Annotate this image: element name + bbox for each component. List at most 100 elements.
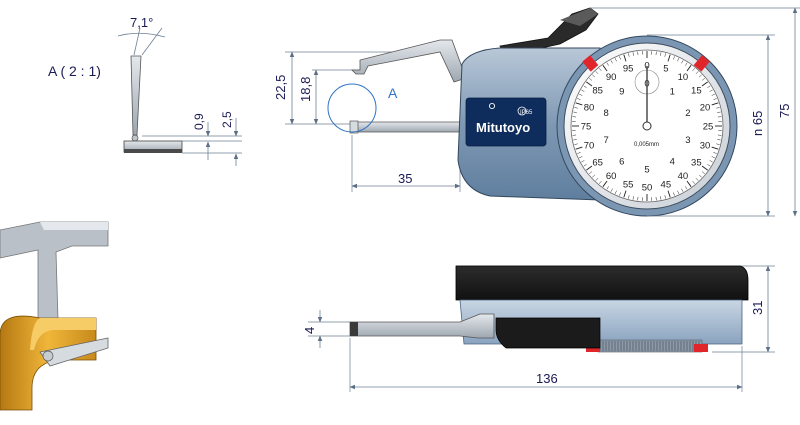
dial-tick (713, 98, 717, 100)
dim-136: 136 (536, 371, 558, 386)
dial-cap (455, 265, 749, 301)
brand-name: Mitutoyo (476, 120, 530, 135)
inner-scale-label: 9 (619, 87, 624, 98)
dial-tick (606, 186, 609, 190)
callout-label: A (388, 85, 398, 101)
outer-scale-label: 35 (691, 157, 702, 168)
dial-tick (602, 65, 608, 72)
dial-tick (583, 164, 587, 167)
dial-tick (660, 196, 662, 200)
dial-tick (681, 60, 684, 64)
dial-tick (623, 54, 627, 62)
outer-scale-label: 25 (703, 122, 714, 133)
outer-scale-label: 85 (592, 86, 603, 97)
dial-tick (673, 56, 675, 60)
dial-tick (581, 89, 585, 92)
dial-tick (716, 107, 720, 109)
dial-tick (711, 156, 715, 159)
dial-tick (709, 89, 713, 92)
probe-ball (42, 350, 54, 362)
dial-tick (589, 78, 593, 81)
dial-tick (614, 58, 617, 62)
measuring-illustration (0, 221, 109, 411)
dial-tick (713, 152, 717, 154)
dial-tick (577, 152, 581, 154)
dial-tick (709, 160, 713, 163)
dim-4: 4 (302, 327, 317, 334)
dial-tick (667, 190, 671, 198)
dial-tick (717, 139, 721, 141)
lower-jaw-shadow (124, 149, 182, 153)
dial-tick (628, 53, 630, 57)
ip-badge-icon (517, 106, 527, 116)
outer-scale-label: 40 (678, 171, 689, 182)
outer-scale-label: 60 (606, 171, 617, 182)
dial-tick (592, 174, 596, 178)
dial-tick (701, 78, 705, 81)
dial-tick (602, 180, 608, 187)
dial-tick (610, 60, 613, 64)
lower-tip (349, 120, 359, 134)
tolerance-marker-right[interactable] (693, 55, 710, 72)
angle-ext-line (133, 27, 141, 56)
dial-tick (695, 177, 699, 181)
callout-circle (327, 83, 377, 133)
lower-probe-3d (39, 337, 109, 367)
dial-tick (595, 71, 599, 75)
dial-tick (692, 180, 695, 184)
outer-scale-label: 55 (623, 180, 634, 191)
dial-tick (577, 98, 581, 100)
dial-tick (632, 196, 634, 200)
dim-n65: n 65 (750, 111, 765, 136)
dial-tick (692, 68, 695, 72)
dim-75: 75 (777, 104, 792, 118)
dial-ticks (572, 51, 722, 201)
detail-label: A ( 2 : 1) (48, 63, 101, 79)
outer-scale-label: 5 (663, 63, 668, 74)
dial-tick (686, 65, 692, 72)
side-marker-right (694, 344, 708, 352)
dial-tick (701, 81, 708, 87)
dial-tick (717, 111, 721, 113)
dial-tick (573, 111, 577, 113)
angle-arc (117, 32, 166, 38)
dial-tick (606, 62, 609, 66)
dial-tick (707, 164, 711, 167)
side-jaw (349, 313, 495, 339)
dial-tick (610, 188, 613, 192)
tolerance-marker-left[interactable] (582, 55, 599, 72)
dial-tick (581, 160, 585, 163)
dial-tick (685, 186, 688, 190)
side-lever (495, 317, 601, 349)
dial-tick (599, 68, 602, 72)
jaw-arm-highlight (40, 222, 108, 230)
dial-tick (660, 52, 662, 56)
dial-tick (579, 93, 583, 96)
dim-31: 31 (750, 301, 765, 315)
dial-tick (716, 143, 720, 145)
dim-18-8: 18,8 (298, 77, 313, 102)
outer-scale-label: 30 (700, 140, 711, 151)
dial-tick (686, 180, 692, 187)
dial-tick (619, 56, 621, 60)
dial-tick (623, 190, 627, 198)
dial-tick (592, 74, 596, 78)
upper-arm (351, 39, 467, 83)
dim-22-5: 22,5 (273, 75, 288, 100)
dial-tick (711, 93, 715, 96)
dial-tick (664, 53, 666, 57)
outer-scale-label: 15 (691, 86, 702, 97)
dial-tick (701, 171, 705, 174)
jaw-arm-3d (0, 221, 109, 327)
outer-scale-label: 95 (623, 63, 634, 74)
dial-tick (599, 180, 602, 184)
dial-tick (583, 85, 587, 88)
dim-0-9: 0,9 (192, 113, 206, 130)
inner-scale-label: 5 (644, 165, 649, 176)
dial-tick (619, 192, 621, 196)
dial-tick (632, 52, 634, 56)
outer-scale-label: 10 (678, 72, 689, 83)
dial-tick (589, 171, 593, 174)
ring-top-face (30, 318, 96, 350)
